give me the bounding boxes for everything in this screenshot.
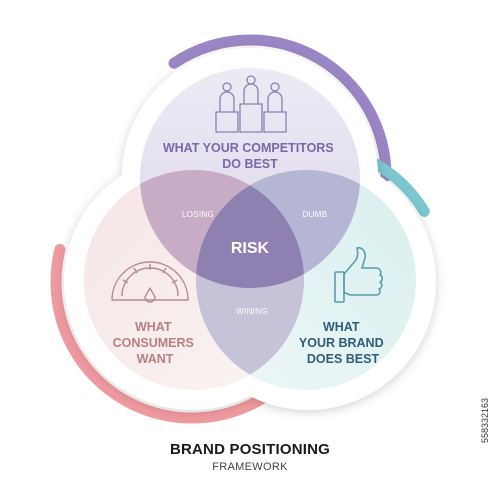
- stock-id-text: 558332163: [480, 398, 490, 443]
- consumers-label: WHAT CONSUMERS WANT: [113, 320, 198, 366]
- gauge-icon: [111, 261, 189, 303]
- risk-label: RISK: [231, 240, 270, 257]
- wining-label: WINING: [236, 307, 268, 316]
- people-on-podium-icon: [215, 75, 287, 133]
- dumb-label: DUMB: [303, 210, 328, 219]
- overlap-risk: [196, 170, 304, 288]
- stock-id-watermark: 558332163: [480, 398, 490, 443]
- caption-subtitle: FRAMEWORK: [212, 461, 288, 473]
- consumers-ring: [50, 140, 334, 424]
- caption-title: BRAND POSITIONING: [169, 441, 331, 458]
- competitors-label: WHAT YOUR COMPETITORS DO BEST: [163, 141, 337, 171]
- losing-label: LOSING: [182, 210, 214, 219]
- brand-label: WHAT YOUR BRAND DOES BEST: [299, 320, 387, 366]
- thumbs-up-icon: [334, 247, 384, 303]
